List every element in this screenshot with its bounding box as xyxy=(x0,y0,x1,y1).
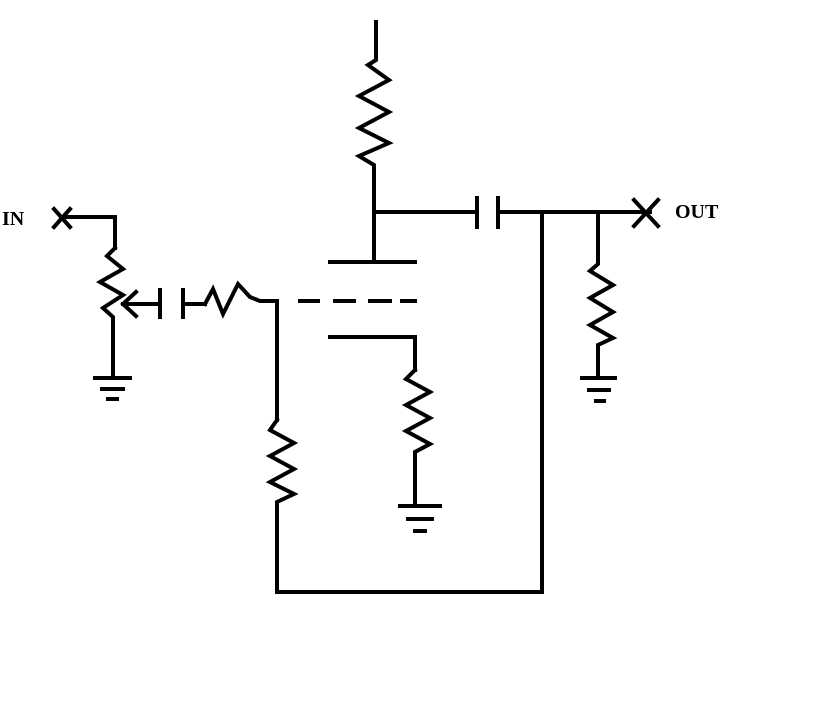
input-wire xyxy=(60,215,117,250)
output-terminal xyxy=(631,197,661,229)
cathode-resistor xyxy=(401,367,435,508)
grid-feedback-resistor-loop xyxy=(265,210,544,594)
input-potentiometer xyxy=(95,245,127,334)
potentiometer-wiper-arrow xyxy=(120,289,162,319)
output-ground-icon xyxy=(580,376,617,403)
grid-resistor xyxy=(202,280,279,319)
output-label: OUT xyxy=(675,201,719,223)
output-load-resistor xyxy=(585,210,618,380)
input-coupling-capacitor xyxy=(158,288,185,319)
input-label: IN xyxy=(2,208,25,230)
plate-load-resistor xyxy=(354,20,394,264)
cathode-ground-icon xyxy=(398,504,442,533)
tube-cathode xyxy=(328,335,417,372)
output-coupling-capacitor xyxy=(475,196,500,229)
pot-ground-icon xyxy=(93,376,132,401)
